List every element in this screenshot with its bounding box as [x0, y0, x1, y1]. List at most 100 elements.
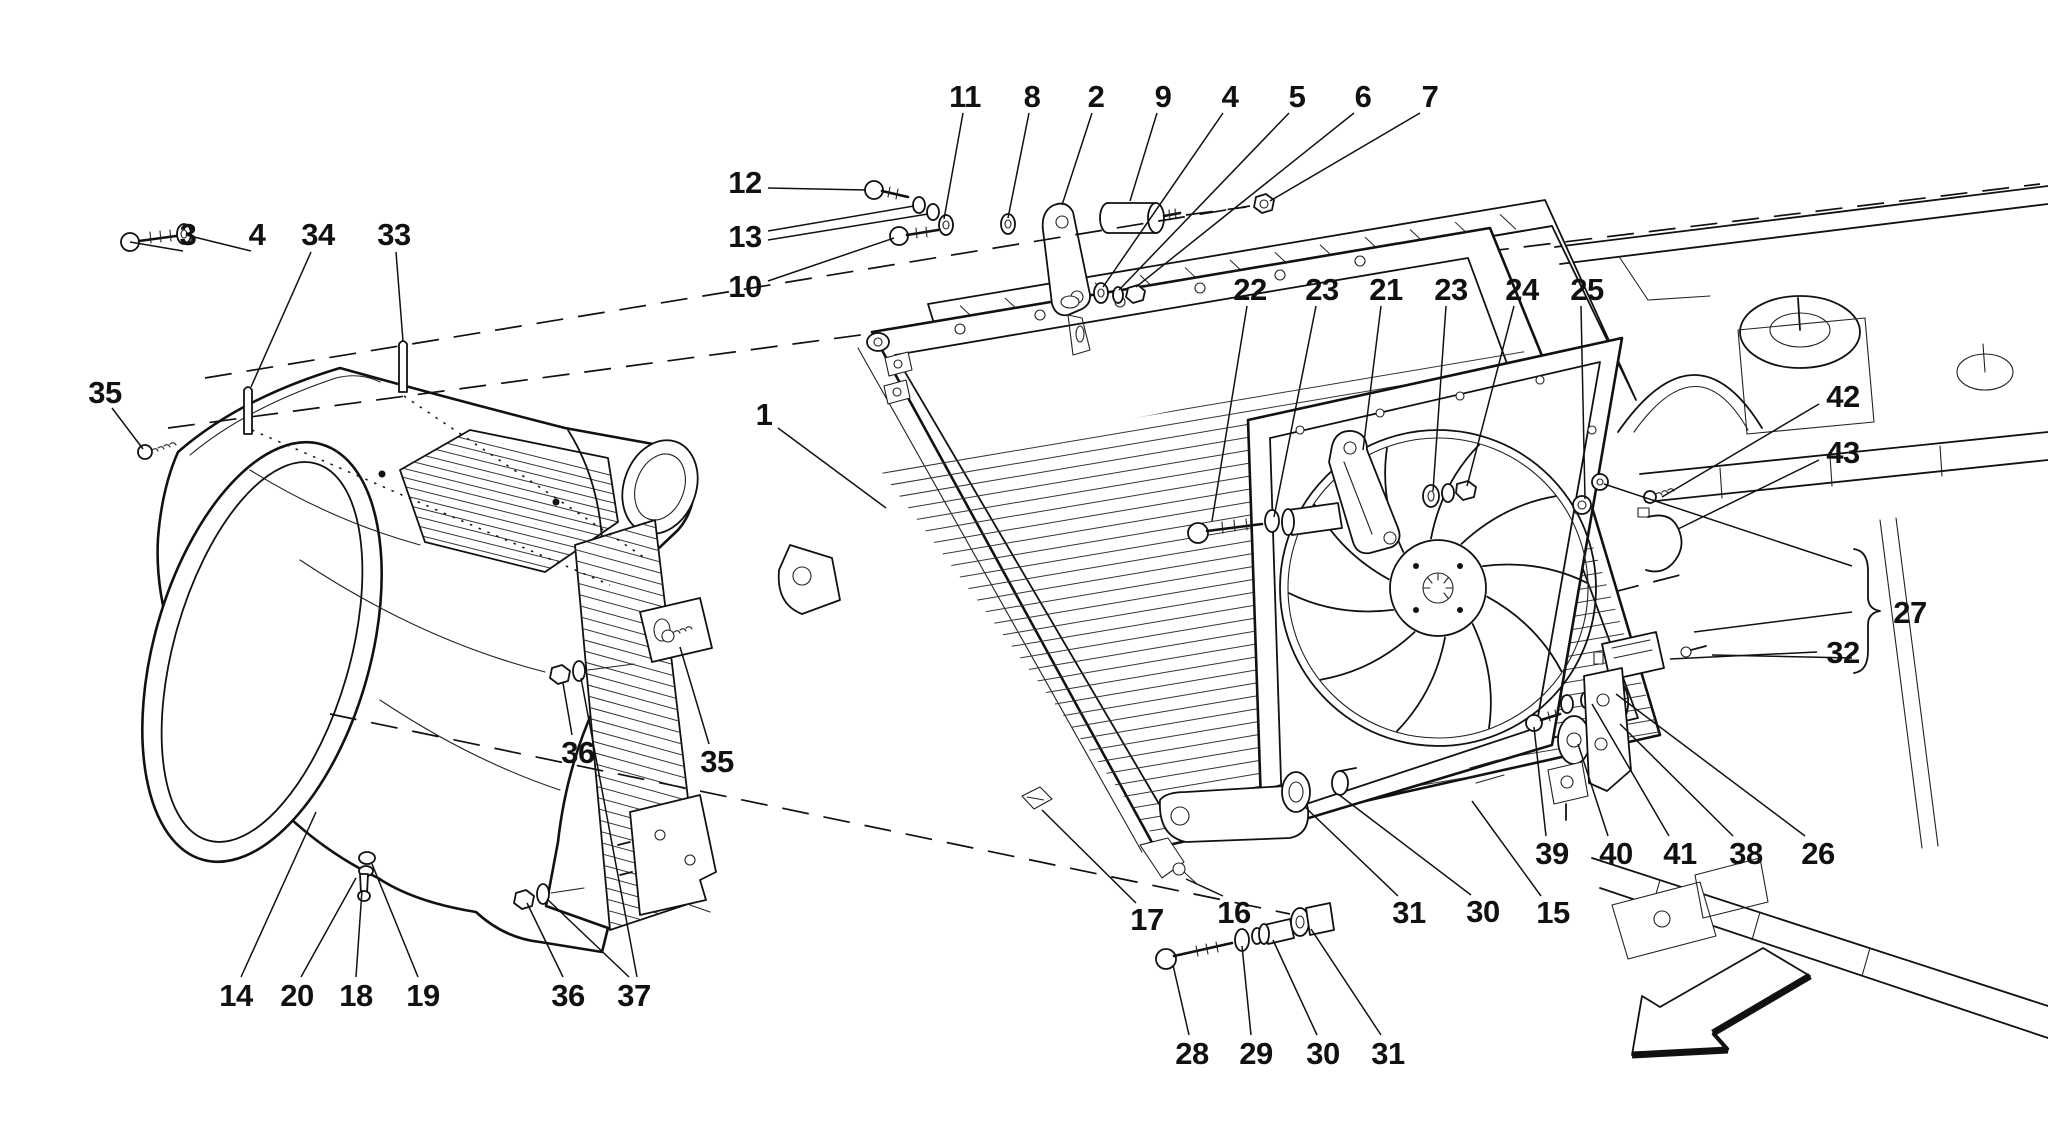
part-label-43: 43 [1826, 435, 1860, 470]
part-label-2: 2 [1088, 79, 1105, 114]
screw-35-left [137, 444, 153, 460]
part-label-13: 13 [728, 219, 762, 254]
part-label-37: 37 [617, 978, 650, 1013]
exploded-bolt-assembly [1155, 902, 1335, 970]
leader-line-32 [1669, 651, 1818, 660]
part-label-36: 36 [551, 978, 585, 1013]
bracket-2 [1041, 202, 1091, 317]
leader-line-2 [1061, 112, 1093, 206]
leader-line-21 [1362, 305, 1382, 451]
part-label-12: 12 [728, 165, 761, 200]
part-label-23: 23 [1305, 272, 1339, 307]
leader-line-33 [395, 251, 404, 342]
part-label-39: 39 [1535, 836, 1569, 871]
sensor-32 [1601, 631, 1665, 681]
washer-19 [358, 851, 376, 865]
direction-arrow-icon [1631, 947, 1812, 1059]
leader-line-38 [1619, 723, 1734, 837]
part-label-33: 33 [377, 217, 411, 252]
nut-36-lower [513, 889, 535, 910]
leader-line-4 [185, 234, 252, 252]
part-label-29: 29 [1239, 1036, 1273, 1071]
part-label-9: 9 [1155, 79, 1172, 114]
screw-16 [1172, 862, 1186, 876]
washer-37-lower [536, 883, 550, 905]
leader-line-8 [1007, 112, 1030, 219]
washer-4-left [176, 223, 192, 245]
leader-line-6 [1135, 112, 1355, 288]
leader-line-39 [1533, 726, 1547, 837]
part-label-31: 31 [1392, 895, 1426, 930]
radiator-side-bracket [777, 544, 841, 615]
rubber-mount-40 [1557, 715, 1591, 765]
part-label-35: 35 [88, 375, 122, 410]
leader-line-12 [767, 187, 867, 191]
part-label-7: 7 [1422, 79, 1439, 114]
part-label-10: 10 [728, 269, 761, 304]
leader-line-36 [526, 902, 564, 978]
washer-37-upper [572, 660, 586, 682]
leader-line-37 [546, 898, 630, 978]
leader-line-30 [1272, 939, 1318, 1036]
leader-line-23 [1432, 305, 1447, 492]
part-label-4: 4 [1222, 79, 1240, 114]
leader-line-16 [1185, 878, 1224, 897]
leader-line-24 [1466, 305, 1515, 487]
pin-33 [398, 340, 408, 393]
leader-line-3 [129, 241, 184, 252]
leader-line-9 [1129, 112, 1158, 202]
part-label-17: 17 [1130, 902, 1163, 937]
part-label-31: 31 [1371, 1036, 1405, 1071]
fan-bracket-cluster [1187, 430, 1477, 555]
part-label-21: 21 [1369, 272, 1403, 307]
part-label-5: 5 [1289, 79, 1306, 114]
leader-line-35 [111, 407, 144, 450]
part-label-25: 25 [1570, 272, 1604, 307]
leader-line-22 [1211, 305, 1248, 522]
duct-mount-bracket-lower [629, 794, 717, 916]
part-label-30: 30 [1466, 894, 1499, 929]
leader-line-37 [580, 677, 638, 978]
leader-line-18 [355, 889, 363, 978]
air-duct [141, 340, 699, 954]
part-label-32: 32 [1826, 635, 1859, 670]
part-label-18: 18 [339, 978, 373, 1013]
leader-line-23 [1273, 305, 1317, 518]
part-label-16: 16 [1217, 895, 1251, 930]
part-label-14: 14 [219, 978, 254, 1013]
part-label-1: 1 [756, 397, 773, 432]
bracket-21 [1328, 430, 1401, 555]
part-label-42: 42 [1826, 379, 1859, 414]
nut-7 [1253, 193, 1275, 214]
sensor-wiring-cluster [1525, 488, 1707, 821]
part-label-36: 36 [561, 735, 595, 770]
part-label-6: 6 [1355, 79, 1372, 114]
leader-line-29 [1241, 945, 1252, 1036]
part-label-22: 22 [1233, 272, 1266, 307]
leader-line-4 [1102, 112, 1224, 288]
part-label-35: 35 [700, 744, 734, 779]
duct-mount-bracket-upper [639, 597, 713, 663]
leader-line-20 [300, 877, 357, 978]
fan-motor-hub [1389, 539, 1487, 637]
part-label-27: 27 [1893, 595, 1926, 630]
leader-line-10 [767, 237, 895, 282]
top-mount-bracket-cluster [864, 180, 1275, 356]
lower-mount-bushing [1159, 767, 1357, 843]
leader-line-13 [767, 213, 929, 241]
part-label-4: 4 [249, 217, 267, 252]
leader-line-17 [1041, 809, 1137, 904]
pin-34 [243, 386, 253, 435]
leader-line-25 [1580, 305, 1586, 500]
leader-line-7 [1269, 112, 1421, 202]
leader-line-31 [1304, 806, 1399, 897]
part-label-24: 24 [1505, 272, 1540, 307]
leader-line-35 [679, 646, 710, 745]
leader-line-31 [1310, 928, 1382, 1036]
leader-line-28 [1172, 964, 1190, 1036]
leader-line-14 [240, 811, 317, 978]
leader-line-34 [250, 251, 312, 388]
shroud-boss-25 [1572, 495, 1592, 515]
leader-line-36 [562, 682, 573, 736]
